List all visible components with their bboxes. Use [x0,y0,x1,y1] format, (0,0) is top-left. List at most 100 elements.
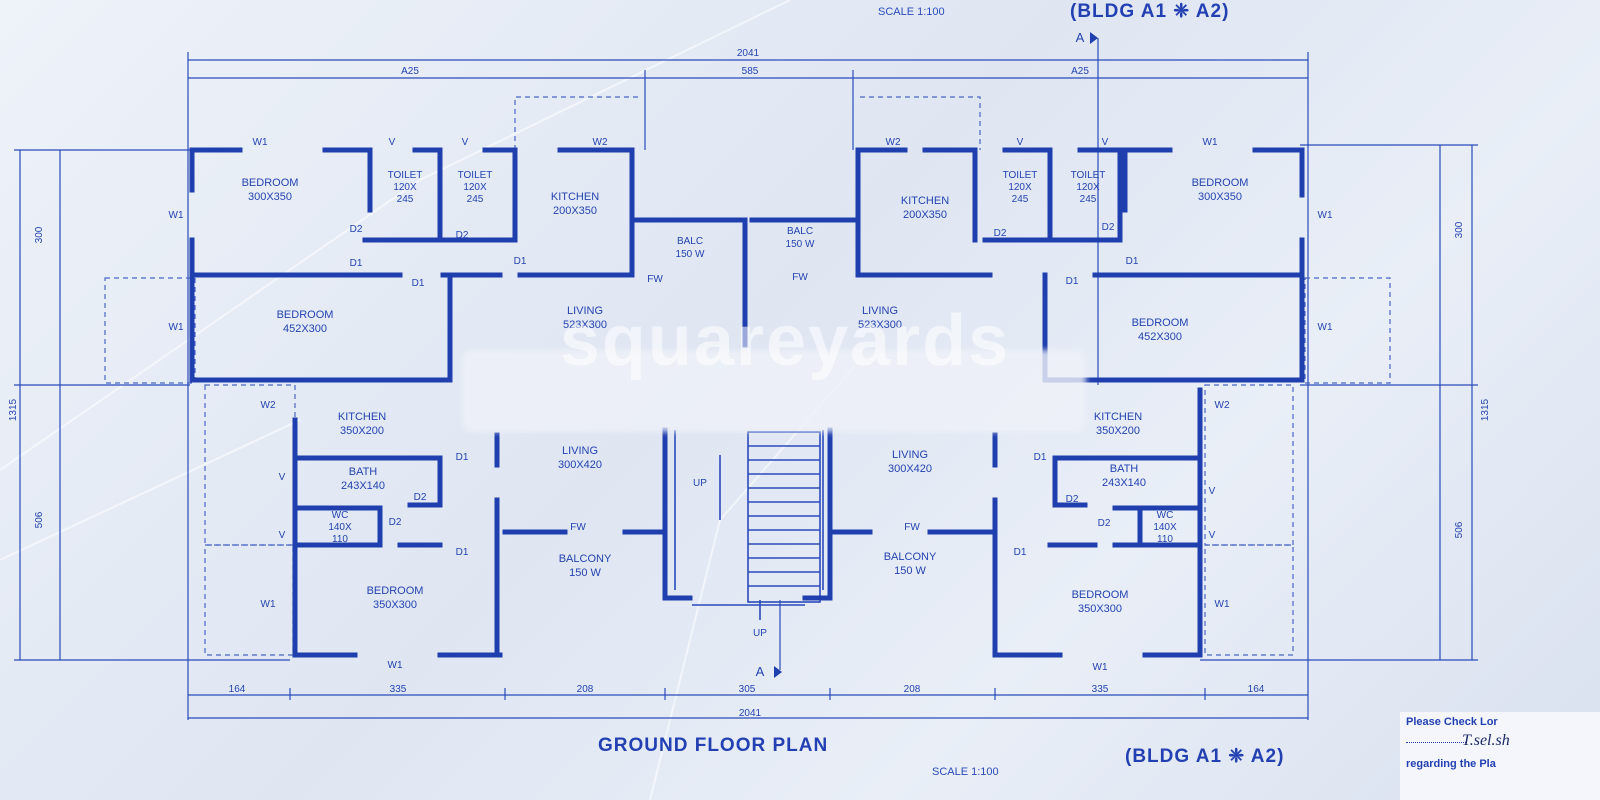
svg-text:W1: W1 [1318,322,1333,333]
svg-text:1315: 1315 [8,398,19,421]
svg-text:D2: D2 [414,492,427,503]
svg-text:W1: W1 [1093,662,1108,673]
svg-text:585: 585 [742,66,759,77]
svg-text:1315: 1315 [1480,398,1491,421]
plan-title: GROUND FLOOR PLAN [598,735,829,756]
svg-text:FW: FW [570,522,586,533]
svg-text:D1: D1 [456,452,469,463]
svg-text:350X200: 350X200 [340,425,384,437]
svg-text:D1: D1 [350,258,363,269]
svg-text:245: 245 [397,194,414,205]
svg-text:164: 164 [1248,684,1265,695]
svg-text:150 W: 150 W [676,249,705,260]
svg-text:V: V [389,137,396,148]
svg-text:120X: 120X [1008,182,1032,193]
svg-text:140X: 140X [1153,522,1177,533]
building-label-top: (BLDG A1 ❈ A2) [1070,1,1230,22]
svg-text:BEDROOM: BEDROOM [277,309,334,321]
svg-text:V: V [1017,137,1024,148]
svg-text:D1: D1 [1014,547,1027,558]
svg-text:350X300: 350X300 [1078,603,1122,615]
svg-text:V: V [1209,530,1216,541]
svg-text:300X420: 300X420 [888,463,932,475]
svg-text:W1: W1 [261,599,276,610]
stair-treads [719,445,820,620]
svg-text:150 W: 150 W [569,567,601,579]
svg-text:300: 300 [1454,221,1465,238]
svg-text:TOILET: TOILET [1003,170,1038,181]
approval-note: Please Check Lor T.sel.sh regarding the … [1400,712,1600,800]
svg-text:BEDROOM: BEDROOM [1132,317,1189,329]
note-divider [1406,742,1466,743]
svg-text:KITCHEN: KITCHEN [551,191,599,203]
section-markers: A A [756,30,1098,679]
dashed-outlines [104,96,1391,656]
svg-text:D2: D2 [389,517,402,528]
svg-text:W1: W1 [253,137,268,148]
svg-text:W2: W2 [886,137,901,148]
svg-text:BEDROOM: BEDROOM [1072,589,1129,601]
svg-text:LIVING: LIVING [892,449,928,461]
svg-text:W1: W1 [1203,137,1218,148]
svg-text:D2: D2 [994,228,1007,239]
svg-text:2041: 2041 [739,708,762,719]
svg-text:120X: 120X [1076,182,1100,193]
svg-text:LIVING: LIVING [567,305,603,317]
svg-text:W2: W2 [261,400,276,411]
watermark-text: squareyards [559,301,1011,381]
building-label: (BLDG A1 ❈ A2) [1125,746,1285,767]
room-size: 300X350 [248,191,292,203]
svg-text:150 W: 150 W [894,565,926,577]
svg-text:120X: 120X [463,182,487,193]
svg-text:D2: D2 [1066,494,1079,505]
room-name: BEDROOM [242,177,299,189]
svg-text:350X200: 350X200 [1096,425,1140,437]
dimension-texts: 2041 A25 585 A25 164 335 208 305 208 335… [8,48,1491,719]
svg-text:110: 110 [332,534,348,545]
svg-text:UP: UP [753,628,767,639]
svg-text:305: 305 [739,684,756,695]
svg-text:BALC: BALC [677,236,703,247]
svg-text:335: 335 [1092,684,1109,695]
svg-text:150 W: 150 W [786,239,815,250]
svg-text:245: 245 [1080,194,1097,205]
svg-text:W2: W2 [593,137,608,148]
signature: T.sel.sh [1462,732,1510,749]
svg-text:A25: A25 [401,66,419,77]
svg-text:300X350: 300X350 [1198,191,1242,203]
svg-text:D1: D1 [1034,452,1047,463]
svg-text:W1: W1 [1215,599,1230,610]
section-arrow-icon [774,666,782,678]
svg-text:D1: D1 [412,278,425,289]
svg-text:D1: D1 [514,256,527,267]
svg-text:BEDROOM: BEDROOM [1192,177,1249,189]
section-marker-top: A [1076,30,1085,45]
svg-text:LIVING: LIVING [862,305,898,317]
svg-text:D2: D2 [350,224,363,235]
svg-text:W2: W2 [1215,400,1230,411]
svg-text:D1: D1 [1126,256,1139,267]
svg-text:W1: W1 [169,210,184,221]
svg-text:164: 164 [229,684,246,695]
note-line: regarding the Pla [1406,758,1496,770]
svg-text:FW: FW [904,522,920,533]
svg-text:452X300: 452X300 [1138,331,1182,343]
svg-text:TOILET: TOILET [458,170,493,181]
watermark-blur [462,350,1086,432]
svg-text:506: 506 [34,511,45,528]
svg-text:120X: 120X [393,182,417,193]
svg-text:W1: W1 [388,660,403,671]
svg-text:FW: FW [792,272,808,283]
svg-text:2041: 2041 [737,48,760,59]
svg-text:WC: WC [332,510,349,521]
room-labels: BEDROOM 300X350 TOILET 120X 245 TOILET 1… [242,170,1249,615]
svg-text:D2: D2 [1102,222,1115,233]
svg-text:BALCONY: BALCONY [884,551,937,563]
svg-text:V: V [279,530,286,541]
svg-text:243X140: 243X140 [1102,477,1146,489]
svg-text:V: V [1209,486,1216,497]
paper-crease [0,419,301,561]
svg-text:W1: W1 [169,322,184,333]
svg-text:523X300: 523X300 [563,319,607,331]
svg-text:140X: 140X [328,522,352,533]
